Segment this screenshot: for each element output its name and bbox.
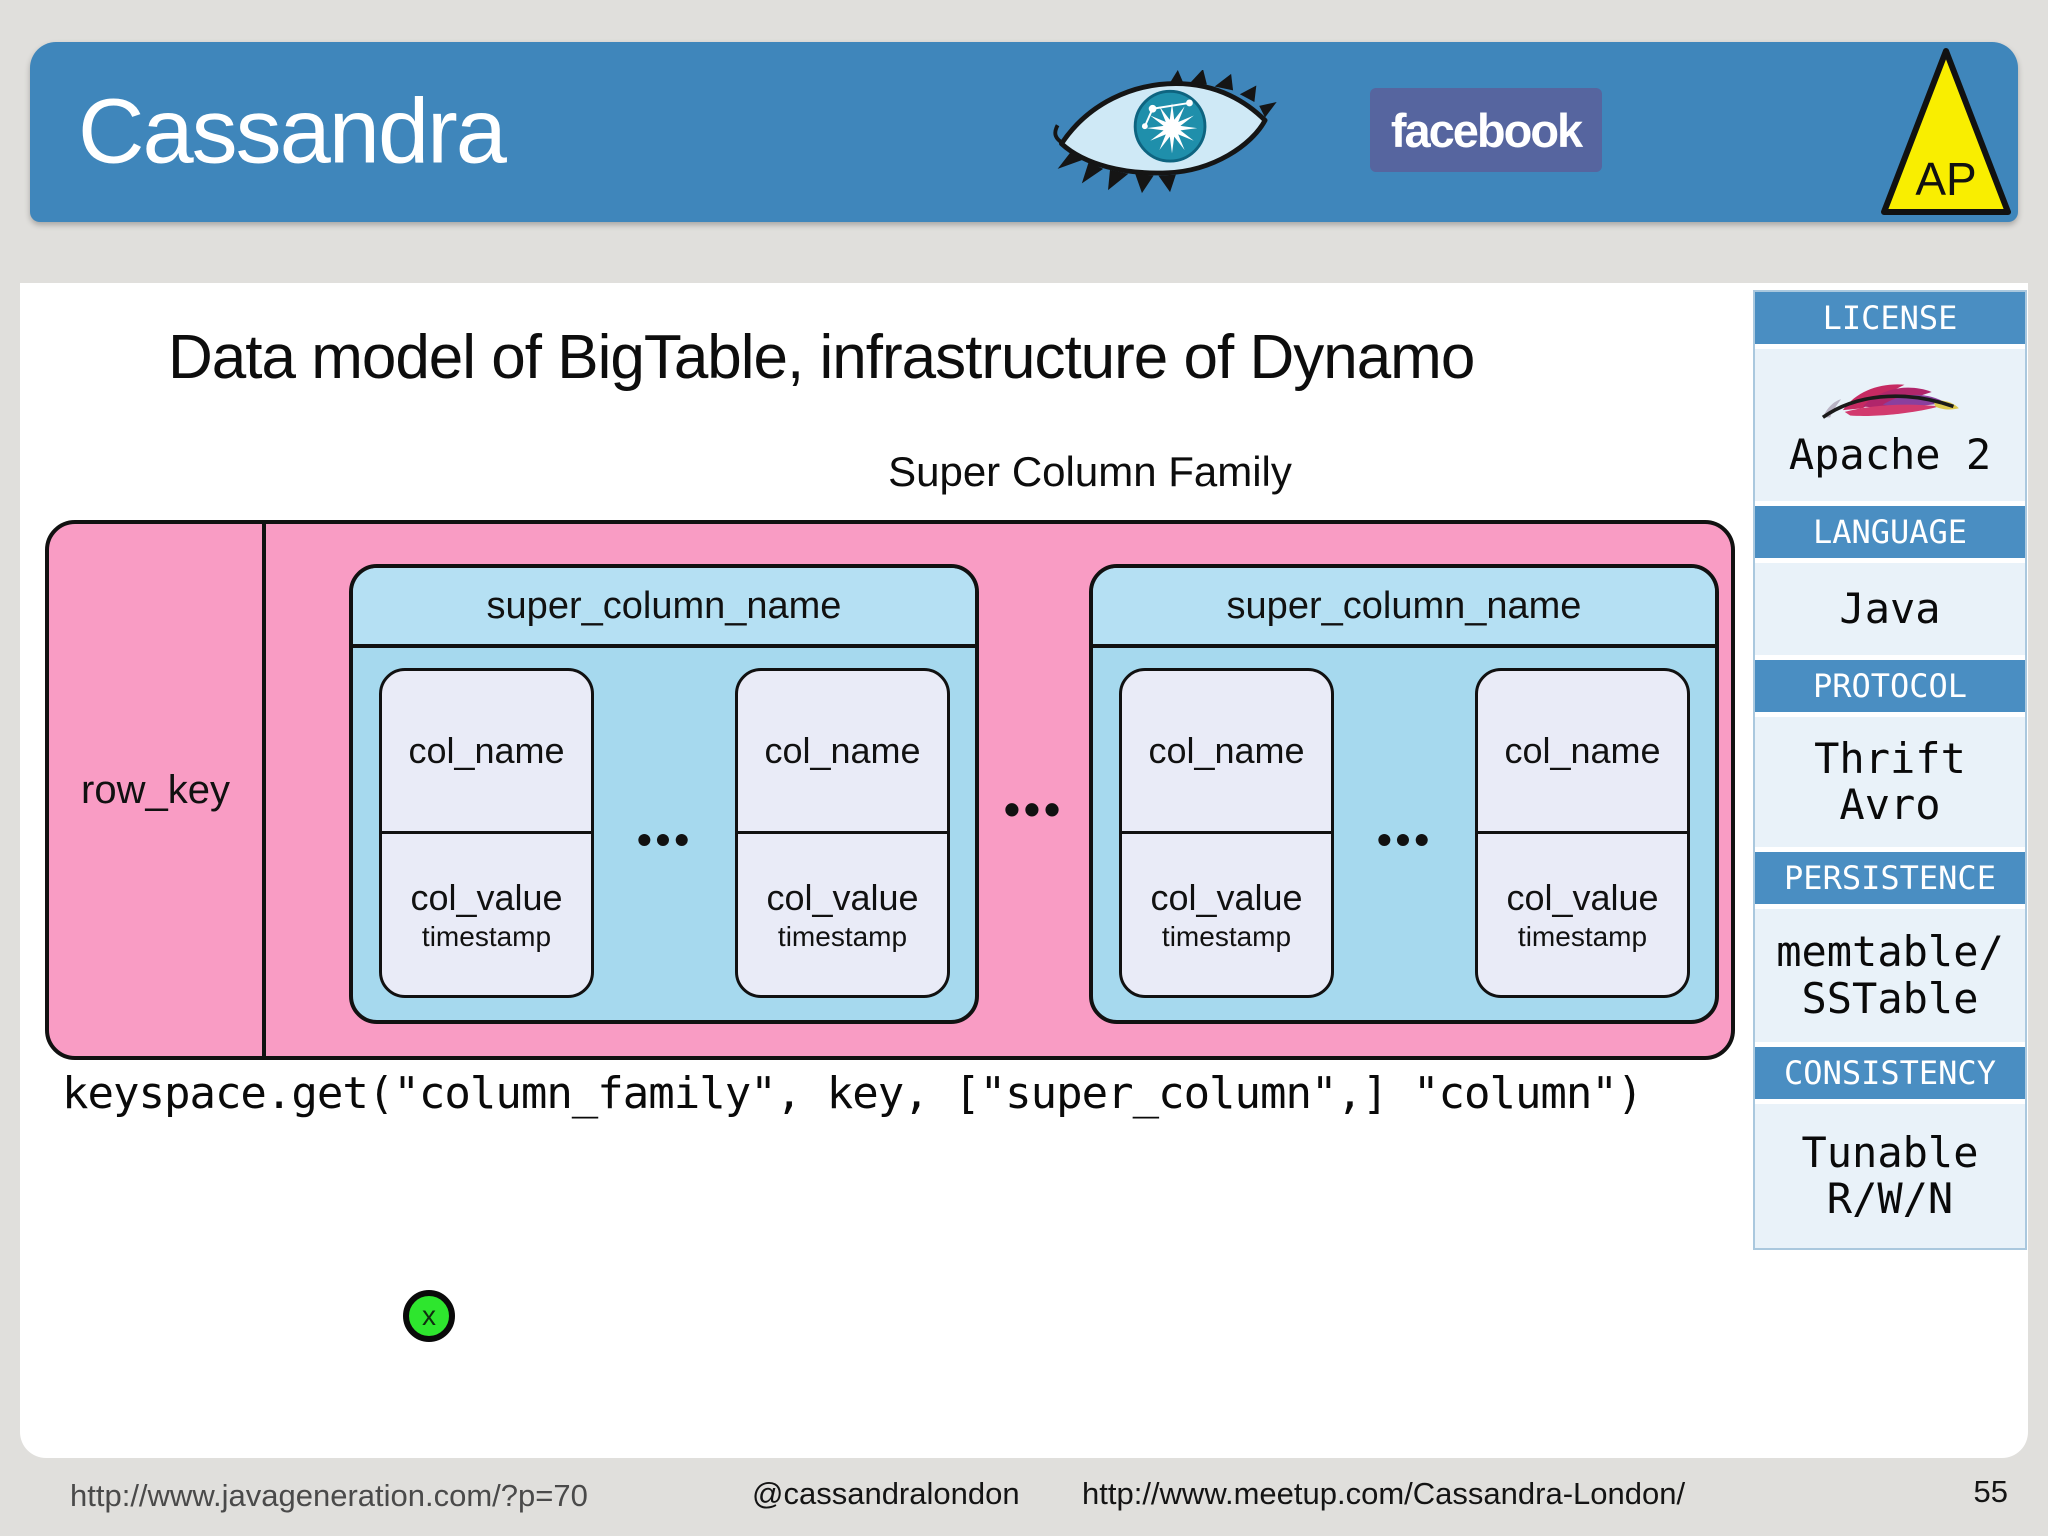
col-name-label: col_name — [382, 671, 591, 834]
ellipsis: ••• — [636, 816, 694, 863]
twitter-handle[interactable]: @cassandralondon — [752, 1476, 1020, 1511]
language-text: Java — [1839, 583, 1941, 633]
col-value-label: col_value — [766, 876, 919, 918]
license-value: Apache 2 — [1755, 349, 2025, 501]
page-number: 55 — [1973, 1474, 2008, 1509]
col-name-label: col_name — [1478, 671, 1687, 834]
source-url-link[interactable]: http://www.javageneration.com/?p=70 — [70, 1478, 588, 1513]
col-value-label: col_value — [410, 876, 563, 918]
column-box: col_name col_value timestamp — [735, 668, 950, 998]
column-box: col_name col_value timestamp — [1475, 668, 1690, 998]
slide-title: Data model of BigTable, infrastructure o… — [168, 323, 1475, 392]
column-box: col_name col_value timestamp — [379, 668, 594, 998]
slide-header: Cassandra facebook — [30, 42, 2018, 222]
persistence-header: PERSISTENCE — [1755, 852, 2025, 904]
super-column-family-diagram: row_key super_column_name col_name col_v… — [45, 520, 1735, 1060]
super-column-1-body: col_name col_value timestamp ••• col_nam… — [353, 648, 975, 1020]
super-column-2-body: col_name col_value timestamp ••• col_nam… — [1093, 648, 1715, 1020]
green-marker: x — [403, 1290, 455, 1342]
ap-triangle-icon — [1881, 48, 2011, 215]
license-text: Apache 2 — [1788, 429, 1992, 479]
col-value-cell: col_value timestamp — [1122, 834, 1331, 995]
apache-feather-icon — [1821, 384, 1959, 419]
persistence-value: memtable/ SSTable — [1755, 909, 2025, 1042]
ellipsis: ••• — [1376, 816, 1434, 863]
protocol-value: Thrift Avro — [1755, 717, 2025, 847]
col-value-label: col_value — [1506, 876, 1659, 918]
persistence-text-line1: memtable/ — [1776, 927, 2004, 977]
row-key-cell: row_key — [49, 524, 262, 1056]
ap-badge-label: AP — [1915, 153, 1977, 205]
col-name-label: col_name — [738, 671, 947, 834]
super-column-1-name: super_column_name — [353, 568, 975, 648]
api-code: keyspace.get("column_family", key, ["sup… — [62, 1068, 1643, 1119]
persistence-text-line2: SSTable — [1801, 973, 1979, 1023]
meetup-url-link[interactable]: http://www.meetup.com/Cassandra-London/ — [1082, 1476, 1686, 1511]
row-key-label: row_key — [81, 767, 230, 812]
protocol-header: PROTOCOL — [1755, 660, 2025, 712]
license-header: LICENSE — [1755, 292, 2025, 344]
timestamp-label: timestamp — [1517, 920, 1648, 952]
ellipsis: ••• — [1003, 783, 1065, 835]
super-column-2-name: super_column_name — [1093, 568, 1715, 648]
protocol-text-line2: Avro — [1839, 780, 1941, 829]
col-value-cell: col_value timestamp — [382, 834, 591, 995]
col-value-cell: col_value timestamp — [1478, 834, 1687, 995]
consistency-text-line2: R/W/N — [1826, 1174, 1954, 1223]
language-header: LANGUAGE — [1755, 506, 2025, 558]
column-box: col_name col_value timestamp — [1119, 668, 1334, 998]
consistency-text-line1: Tunable — [1801, 1127, 1979, 1177]
facebook-logo-text: facebook — [1390, 103, 1583, 157]
timestamp-label: timestamp — [777, 920, 908, 952]
cassandra-eye-logo — [1053, 70, 1277, 194]
facebook-logo: facebook — [1370, 88, 1602, 172]
super-column-2: super_column_name col_name col_value tim… — [1089, 564, 1719, 1024]
row-key-divider — [262, 524, 266, 1056]
timestamp-label: timestamp — [421, 920, 552, 952]
col-name-label: col_name — [1122, 671, 1331, 834]
timestamp-label: timestamp — [1161, 920, 1292, 952]
ap-badge: AP — [1878, 46, 2014, 218]
consistency-header: CONSISTENCY — [1755, 1047, 2025, 1099]
language-value: Java — [1755, 563, 2025, 655]
super-column-1: super_column_name col_name col_value tim… — [349, 564, 979, 1024]
col-value-cell: col_value timestamp — [738, 834, 947, 995]
facts-sidebar: LICENSE Apache 2 LANGUAGE Java PROTOCOL … — [1753, 290, 2027, 1250]
col-value-label: col_value — [1150, 876, 1303, 918]
green-marker-label: x — [422, 1300, 436, 1331]
consistency-value: Tunable R/W/N — [1755, 1104, 2025, 1248]
super-column-family-label: Super Column Family — [888, 448, 1292, 495]
protocol-text-line1: Thrift — [1814, 733, 1966, 783]
page-title: Cassandra — [78, 80, 507, 183]
